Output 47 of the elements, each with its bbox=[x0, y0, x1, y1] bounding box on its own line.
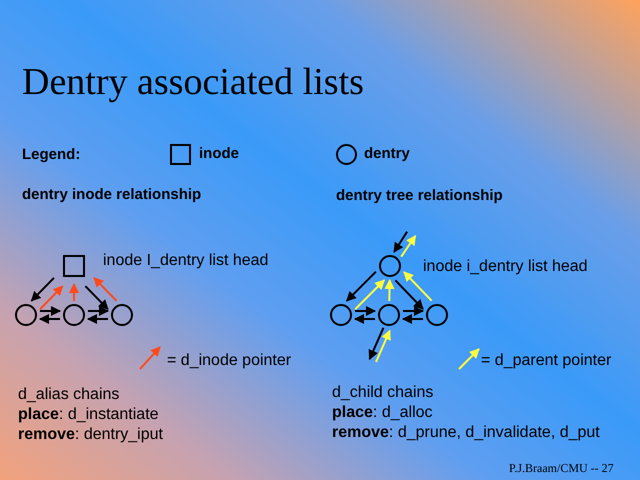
arrow bbox=[87, 314, 108, 324]
arrow bbox=[84, 286, 109, 310]
arrow bbox=[88, 306, 109, 316]
dentry-circle bbox=[63, 304, 85, 326]
legend-text: = d_inode pointer bbox=[167, 352, 292, 370]
arrow bbox=[354, 314, 375, 324]
arrow bbox=[39, 285, 64, 310]
inode-square bbox=[63, 255, 85, 277]
slide-title: Dentry associated lists bbox=[22, 60, 364, 104]
section-heading: dentry tree relationship bbox=[336, 187, 503, 205]
arrow bbox=[354, 279, 385, 310]
dentry-circle bbox=[379, 255, 401, 277]
arrow bbox=[402, 314, 423, 324]
dentry-circle bbox=[15, 304, 37, 326]
dentry-circle bbox=[330, 304, 352, 326]
arrow bbox=[393, 231, 408, 253]
dentry-circle bbox=[378, 304, 400, 326]
arrow bbox=[30, 277, 55, 302]
list-head-label: inode I_dentry list head bbox=[103, 252, 268, 270]
arrow bbox=[93, 277, 118, 302]
dentry-circle bbox=[426, 304, 448, 326]
arrow bbox=[384, 279, 395, 302]
arrow bbox=[394, 280, 424, 310]
arrow bbox=[403, 271, 432, 302]
legend-text: = d_parent pointer bbox=[481, 352, 612, 370]
chain-name: d_alias chains bbox=[18, 386, 120, 404]
arrow bbox=[355, 306, 376, 316]
note-text: remove: dentry_iput bbox=[18, 426, 163, 444]
legend-heading: Legend: bbox=[22, 146, 80, 164]
arrow bbox=[375, 330, 391, 362]
note-text: place: d_alloc bbox=[332, 404, 433, 422]
note-text: place: d_instantiate bbox=[18, 406, 159, 424]
legend-text: dentry bbox=[364, 145, 410, 163]
arrow bbox=[368, 327, 384, 360]
list-head-label: inode i_dentry list head bbox=[423, 258, 588, 276]
chain-name: d_child chains bbox=[332, 384, 434, 402]
note-text: remove: d_prune, d_invalidate, d_put bbox=[332, 424, 600, 442]
arrow bbox=[40, 306, 61, 316]
dentry-circle bbox=[111, 304, 133, 326]
arrow bbox=[346, 271, 377, 302]
arrow bbox=[39, 314, 60, 324]
arrow bbox=[69, 283, 79, 301]
section-heading: dentry inode relationship bbox=[22, 186, 202, 204]
arrow bbox=[403, 306, 424, 316]
arrow bbox=[400, 234, 416, 258]
legend-text: inode bbox=[199, 145, 239, 163]
footer-text: P.J.Braam/CMU -- 27 bbox=[509, 460, 614, 477]
